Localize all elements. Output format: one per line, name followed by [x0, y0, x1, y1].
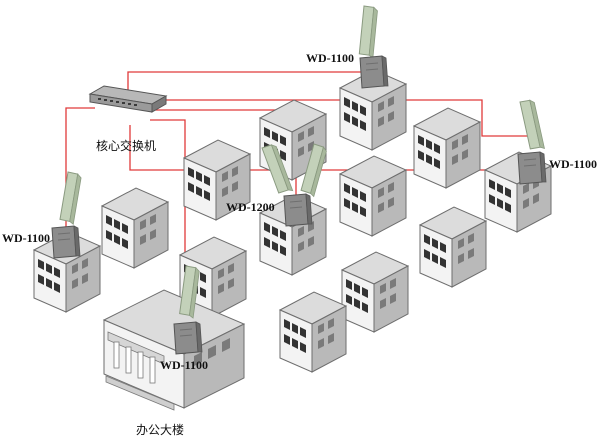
office-building-icon — [102, 289, 246, 411]
labels: WD-1100 WD-1100 WD-1100 WD-1200 WD-1100 … — [2, 51, 597, 437]
building-icon — [279, 291, 347, 373]
ap-label-office: WD-1100 — [160, 358, 208, 372]
wireless-access-point-icon — [517, 151, 547, 185]
wireless-access-point-icon — [359, 55, 389, 89]
wireless-access-point-icon — [283, 193, 313, 227]
ap-label-center: WD-1200 — [226, 200, 275, 214]
ap-label-left: WD-1100 — [2, 231, 50, 245]
panel-antenna-icon — [356, 5, 381, 59]
office-label: 办公大楼 — [136, 422, 184, 437]
building-icon — [419, 206, 487, 288]
building-icon — [413, 107, 481, 189]
ap-label-right: WD-1100 — [549, 157, 597, 171]
wireless-access-point-icon — [173, 321, 203, 355]
building-icon — [101, 187, 169, 269]
building-icon — [341, 251, 409, 333]
link-switch-to-ap-right — [160, 99, 530, 137]
switch-label: 核心交换机 — [96, 138, 156, 153]
network-switch-icon — [88, 85, 168, 113]
panel-antenna-icon — [519, 98, 545, 152]
building-icon — [339, 155, 407, 237]
ap-label-top: WD-1100 — [306, 51, 354, 65]
panel-antenna-icon — [57, 171, 85, 225]
wireless-access-point-icon — [51, 225, 81, 259]
